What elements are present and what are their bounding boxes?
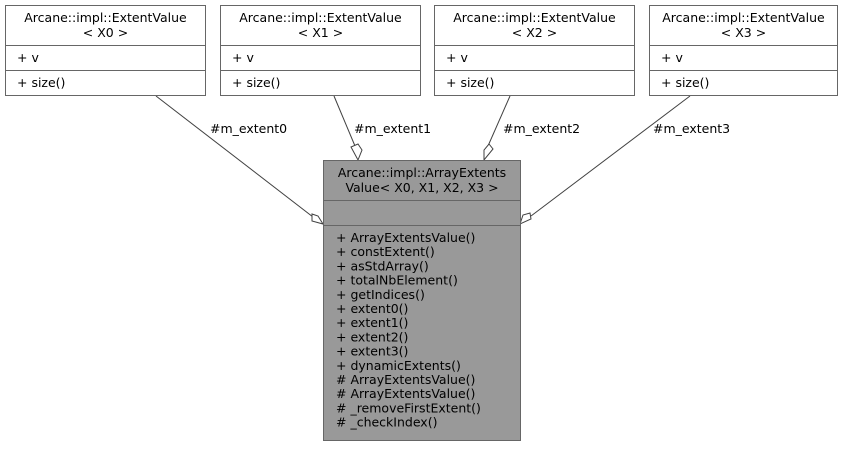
aggregation-diamond-0: [311, 213, 325, 225]
class-method: + size(): [661, 75, 709, 90]
class-box-extent-x3: Arcane::impl::ExtentValue < X3 > + v + s…: [649, 5, 838, 96]
class-title: Arcane::impl::ExtentValue: [453, 10, 616, 25]
class-title-template: < X2 >: [512, 25, 557, 40]
class-attribute: + v: [446, 50, 468, 65]
class-title: Arcane::impl::ExtentValue: [24, 10, 187, 25]
main-class-method: + extent2(): [336, 329, 408, 344]
class-box-array-extents-value: Arcane::impl::ArrayExtents Value< X0, X1…: [323, 160, 521, 441]
edge-label-extent1: #m_extent1: [354, 121, 431, 136]
class-box-extent-x2: Arcane::impl::ExtentValue < X2 > + v + s…: [434, 5, 635, 96]
edge-extent0: [155, 95, 314, 218]
main-class-methods: + ArrayExtentsValue()+ constExtent()+ as…: [336, 230, 481, 430]
class-box-frame: [434, 5, 635, 96]
main-class-method: # _checkIndex(): [336, 415, 437, 430]
main-class-method: + extent3(): [336, 344, 408, 359]
main-class-method: # _removeFirstExtent(): [336, 400, 481, 415]
class-box-extent-x1: Arcane::impl::ExtentValue < X1 > + v + s…: [220, 5, 421, 96]
class-box-extent-x0: Arcane::impl::ExtentValue < X0 > + v + s…: [5, 5, 206, 96]
edge-extent2: [487, 95, 511, 147]
class-method: + size(): [17, 75, 65, 90]
class-box-frame: [649, 5, 838, 96]
edges: [155, 95, 691, 225]
main-class-method: # ArrayExtentsValue(): [336, 372, 475, 387]
class-attribute: + v: [661, 50, 683, 65]
main-class-frame: [323, 160, 521, 441]
main-class-method: + getIndices(): [336, 287, 425, 302]
edge-label-extent2: #m_extent2: [503, 121, 580, 136]
main-class-method: + extent0(): [336, 301, 408, 316]
class-title: Arcane::impl::ExtentValue: [662, 10, 825, 25]
main-class-method: + totalNbElement(): [336, 273, 458, 288]
main-class-method: + extent1(): [336, 315, 408, 330]
class-box-frame: [220, 5, 421, 96]
main-class-method: # ArrayExtentsValue(): [336, 386, 475, 401]
class-title-template: < X3 >: [721, 25, 766, 40]
main-class-method: + ArrayExtentsValue(): [336, 230, 475, 245]
main-class-method: + dynamicExtents(): [336, 358, 461, 373]
class-title: Arcane::impl::ExtentValue: [239, 10, 402, 25]
class-title-template: < X0 >: [83, 25, 128, 40]
aggregation-diamond-2: [483, 143, 494, 162]
main-class-title-template: Value< X0, X1, X2, X3 >: [345, 180, 498, 195]
class-attribute: + v: [17, 50, 39, 65]
edge-label-extent3: #m_extent3: [653, 121, 730, 136]
edge-extent3: [530, 95, 691, 217]
class-method: + size(): [232, 75, 280, 90]
class-title-template: < X1 >: [298, 25, 343, 40]
aggregation-diamond-3: [519, 212, 532, 225]
main-class-method: + constExtent(): [336, 244, 435, 259]
class-method: + size(): [446, 75, 494, 90]
edge-labels: #m_extent0 #m_extent1 #m_extent2 #m_exte…: [210, 121, 730, 136]
edge-label-extent0: #m_extent0: [210, 121, 287, 136]
main-class-method: + asStdArray(): [336, 258, 429, 273]
aggregation-diamond-1: [350, 143, 363, 162]
class-box-frame: [5, 5, 206, 96]
class-attribute: + v: [232, 50, 254, 65]
main-class-title: Arcane::impl::ArrayExtents: [338, 165, 506, 180]
edge-extent1: [333, 95, 356, 147]
